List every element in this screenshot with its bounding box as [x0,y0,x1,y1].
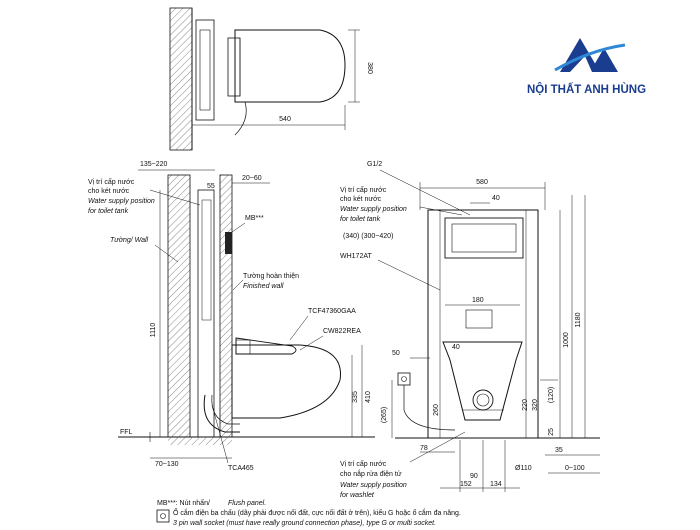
note-socket-vi: Ổ cắm điện ba chấu (dây phải được nối đấ… [173,508,461,517]
front-dim-120: (120) [548,387,555,403]
front-dim-320: 320 [532,399,539,411]
side-dim-55: 55 [207,183,215,190]
front-socket [397,372,411,386]
front-dim-152: 152 [460,481,472,488]
side-bowl [231,344,341,419]
front-frame-model: WH172AT [340,253,372,260]
front-water-tank-en: Water supply position [340,206,407,213]
brand-name: NỘI THẤT ANH HÙNG [527,83,646,96]
notes: MB***: Nút nhấn/ Flush panel. Ổ cắm điện… [156,498,461,527]
front-dim-40: 40 [492,195,500,202]
side-dim-410: 410 [365,391,372,403]
note-mb-en: Flush panel. [228,500,266,507]
front-dim-1180: 1180 [575,312,582,327]
top-view: 380 540 [169,7,373,151]
front-dim-220: 220 [522,399,529,411]
side-ffl: FFL [120,429,133,436]
front-dim-40b: 40 [452,344,460,351]
side-dim-70-130: 70~130 [155,461,179,468]
side-seat-model: TCF47360GAA [308,308,356,315]
front-tank [444,217,524,259]
front-dim-134: 134 [490,481,502,488]
front-drain [472,389,494,411]
mountain-logo-icon [554,38,626,72]
side-water-tank-en2: for toilet tank [88,208,129,215]
front-bowl [442,341,523,421]
side-mb-label: MB*** [245,215,264,222]
top-wall-hatch [169,7,193,151]
side-dim-20-60: 20~60 [242,175,262,182]
side-seat [235,337,297,355]
front-water-tank-vi: Vị trí cấp nước [340,185,387,194]
finished-wall-hatch [219,174,233,438]
side-dim-135-220: 135~220 [140,161,168,168]
front-dim-90: 90 [470,473,478,480]
side-tca-model: TCA465 [228,465,254,472]
front-view: G1/2 580 40 Vị trí cấp nước cho két nước… [340,161,600,499]
front-washlet-vi: Vị trí cấp nước [340,459,387,468]
front-g12: G1/2 [367,161,382,168]
top-bowl-outline [234,29,346,103]
note-mb-vi: MB***: Nút nhấn/ [157,498,210,507]
side-view: 135~220 55 20~60 Vị trí cấp nước cho két… [88,161,375,472]
top-frame [195,19,215,121]
side-dim-1110: 1110 [150,323,157,338]
front-dim-35: 35 [555,447,563,454]
socket-symbol-icon [156,509,170,523]
front-washlet-en: Water supply position [340,482,407,489]
front-washlet-en2: for washlet [340,492,375,499]
note-socket-en: 3 pin wall socket (must have really grou… [173,520,436,527]
flush-panel-mb [225,232,232,254]
front-washlet-vi2: cho nắp rửa điện tử [340,469,402,478]
side-water-tank-vi2: cho két nước [88,188,130,195]
side-water-tank-vi: Vị trí cấp nước [88,177,135,186]
side-bowl-model: CW822REA [323,328,361,335]
front-dim-78: 78 [420,445,428,452]
front-water-tank-vi2: cho két nước [340,196,382,203]
front-dim-50: 50 [392,350,400,357]
side-wall-label: Tường/ Wall [110,237,149,244]
front-dim-1000: 1000 [563,332,570,348]
front-dim-340: (340) (300~420) [343,233,393,240]
brand-logo: NỘI THẤT ANH HÙNG [527,38,646,96]
top-dim-540: 540 [279,116,291,123]
top-dim-380: 380 [366,62,373,74]
front-dim-110: Ø110 [515,465,532,472]
side-water-tank-en: Water supply position [88,198,155,205]
front-dim-25: 25 [548,428,555,436]
top-seat-hinge [227,37,241,97]
front-dim-180: 180 [472,297,484,304]
front-dim-265: (265) [381,407,388,423]
front-dim-580: 580 [476,179,488,186]
front-water-tank-en2: for toilet tank [340,216,381,223]
side-finished-wall-en: Finished wall [243,283,284,290]
side-wall-hatch [167,174,191,438]
side-dim-335: 335 [352,391,359,403]
front-dim-0-100: 0~100 [565,465,585,472]
side-finished-wall-vi: Tường hoàn thiện [243,273,299,280]
front-dim-260: 260 [433,404,440,416]
